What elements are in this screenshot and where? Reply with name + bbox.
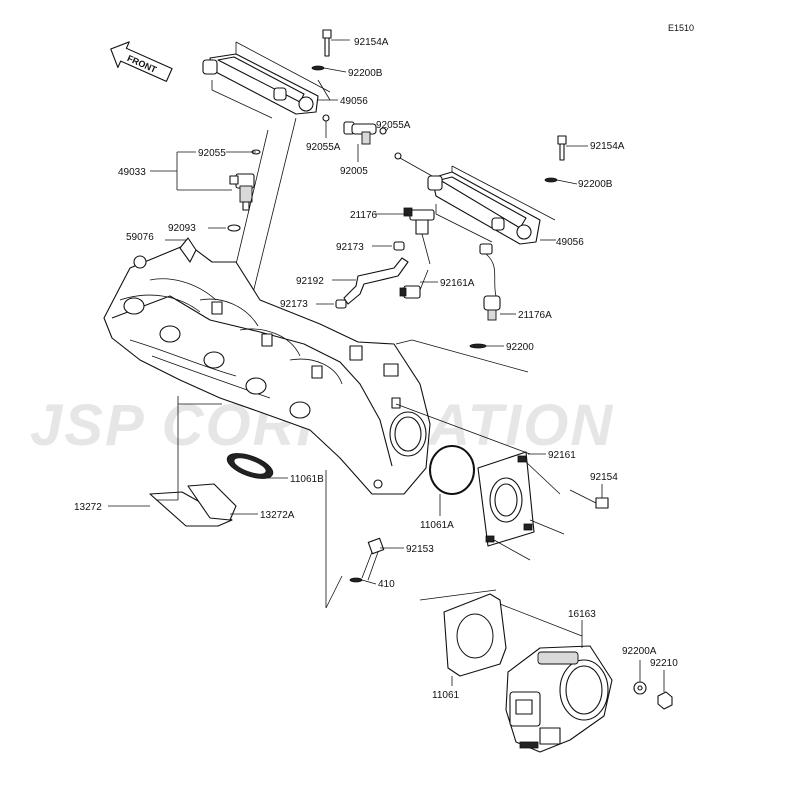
- label-92192: 92192: [296, 276, 324, 287]
- label-16163: 16163: [568, 609, 596, 620]
- diagram-code: E1510: [668, 23, 694, 33]
- label-92173-bottom: 92173: [280, 299, 308, 310]
- sensor-21176: [403, 207, 435, 265]
- joint-92005: [343, 121, 377, 162]
- label-92153: 92153: [406, 544, 434, 555]
- washer-92200B-top: [311, 65, 325, 71]
- label-92154A-right: 92154A: [590, 141, 625, 152]
- label-92200: 92200: [506, 342, 534, 353]
- fuel-rail-right: [427, 165, 556, 245]
- label-92055A-left: 92055A: [306, 142, 341, 153]
- label-92154: 92154: [590, 472, 618, 483]
- bolt-92153: [361, 537, 385, 581]
- injector-49033: [229, 149, 261, 211]
- label-92005: 92005: [340, 166, 368, 177]
- label-92173-top: 92173: [336, 242, 364, 253]
- label-11061: 11061: [432, 690, 460, 701]
- label-11061A: 11061A: [420, 520, 454, 531]
- label-49033: 49033: [118, 167, 146, 178]
- intake-manifold: [103, 237, 431, 495]
- label-13272: 13272: [74, 502, 102, 513]
- adapter-92161: [477, 451, 565, 561]
- sensor-21176A: [479, 243, 501, 321]
- seal-92093: [227, 224, 241, 232]
- label-92154A-top: 92154A: [354, 37, 389, 48]
- washer-410: [349, 577, 363, 583]
- label-92055: 92055: [198, 148, 226, 159]
- hose-92192: [343, 257, 409, 305]
- label-49056-left: 49056: [340, 96, 368, 107]
- clamp-92173-top: [393, 241, 405, 251]
- sensor-92161A: [399, 269, 429, 299]
- label-11061B: 11061B: [290, 474, 324, 485]
- label-21176A: 21176A: [518, 310, 552, 321]
- fuel-rail-left: [202, 41, 331, 119]
- label-92161A: 92161A: [440, 278, 475, 289]
- label-49056-right: 49056: [556, 237, 584, 248]
- label-92055A-right: 92055A: [376, 120, 411, 131]
- label-21176: 21176: [350, 210, 378, 221]
- clamp-92173-bottom: [335, 299, 347, 309]
- label-92200A: 92200A: [622, 646, 657, 657]
- label-59076: 59076: [126, 232, 154, 243]
- o-ring-92055A-left: [322, 114, 330, 122]
- o-ring-11061A: [429, 445, 475, 495]
- front-arrow-icon: FRONT: [110, 41, 173, 82]
- plate-13272A: [187, 483, 237, 521]
- o-ring-92055: [394, 152, 402, 160]
- throttle-body-16163: [505, 645, 613, 753]
- label-92161: 92161: [548, 450, 576, 461]
- nut-92210: [657, 691, 673, 710]
- bolt-92154A-top: [322, 29, 350, 57]
- washer-92200B-right: [544, 177, 558, 183]
- label-410: 410: [378, 579, 395, 590]
- gasket-11061: [443, 593, 507, 677]
- bolt-92154A-right: [557, 135, 588, 161]
- label-13272A: 13272A: [260, 510, 295, 521]
- label-92210: 92210: [650, 658, 678, 669]
- gasket-11061B: [226, 453, 274, 479]
- seal-92200: [469, 343, 487, 349]
- label-92093: 92093: [168, 223, 196, 234]
- label-92200B-right: 92200B: [578, 179, 613, 190]
- label-92200B-top: 92200B: [348, 68, 383, 79]
